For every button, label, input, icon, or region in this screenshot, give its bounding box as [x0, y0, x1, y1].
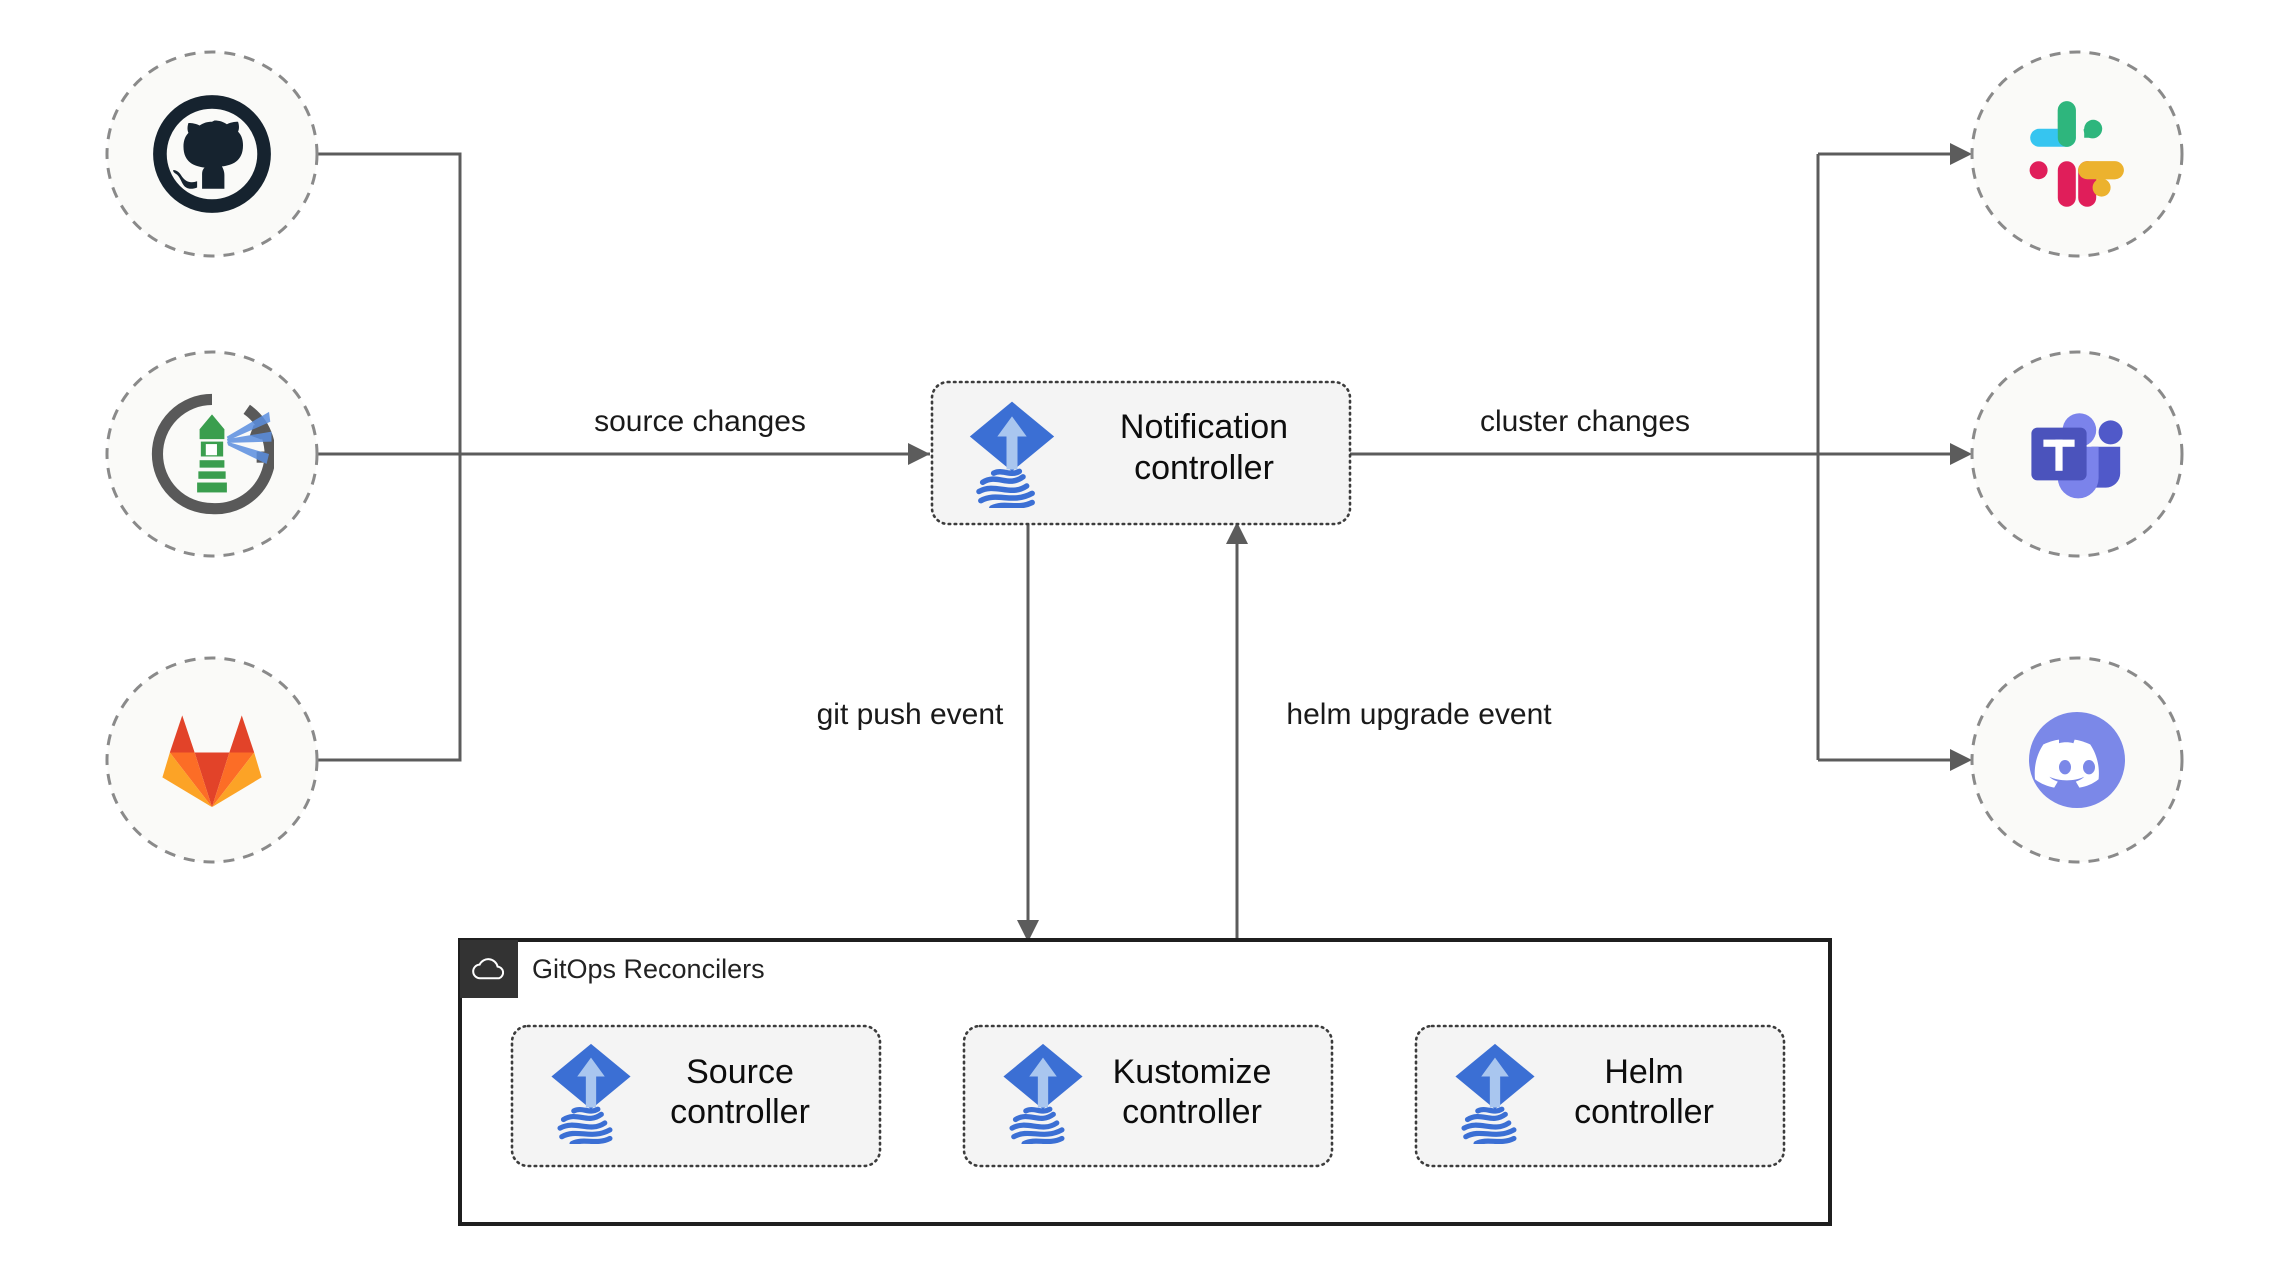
- notification-controller-node[interactable]: Notification controller: [930, 380, 1352, 526]
- source-node-gitlab[interactable]: [105, 656, 319, 864]
- edge-git-push-event: [1017, 522, 1039, 942]
- source-node-github[interactable]: [105, 50, 319, 258]
- source-controller-label-line1: Source: [686, 1053, 794, 1091]
- source-node-harbor[interactable]: [105, 350, 319, 558]
- edge-label-git-push-event: git push event: [817, 698, 1004, 731]
- edge-source-changes: [212, 152, 930, 762]
- gitops-reconcilers-container: GitOps Reconcilers Source controller Kus…: [458, 938, 1832, 1226]
- helm-controller-label-line2: controller: [1574, 1093, 1714, 1131]
- kustomize-controller-label-line2: controller: [1122, 1093, 1262, 1131]
- edge-label-helm-upgrade-event: helm upgrade event: [1286, 698, 1552, 731]
- destination-node-discord[interactable]: [1970, 656, 2184, 864]
- notification-controller-label-line2: controller: [1134, 449, 1274, 487]
- edge-helm-upgrade-event: [1226, 522, 1248, 942]
- helm-controller-node[interactable]: Helm controller: [1414, 1024, 1786, 1168]
- discord-icon: [2029, 712, 2125, 808]
- helm-controller-label-line1: Helm: [1604, 1053, 1683, 1091]
- destination-node-teams[interactable]: [1970, 350, 2184, 558]
- destination-node-slack[interactable]: [1970, 50, 2184, 258]
- source-controller-node[interactable]: Source controller: [510, 1024, 882, 1168]
- notification-controller-label-line1: Notification: [1120, 408, 1288, 446]
- container-title: GitOps Reconcilers: [532, 954, 765, 984]
- edge-cluster-changes: [1350, 143, 1972, 771]
- kustomize-controller-label-line1: Kustomize: [1113, 1053, 1272, 1091]
- kustomize-controller-node[interactable]: Kustomize controller: [962, 1024, 1334, 1168]
- source-controller-label-line2: controller: [670, 1093, 810, 1131]
- container-icon-tab: [460, 940, 518, 998]
- edge-label-source-changes: source changes: [594, 405, 806, 438]
- edge-label-cluster-changes: cluster changes: [1480, 405, 1690, 438]
